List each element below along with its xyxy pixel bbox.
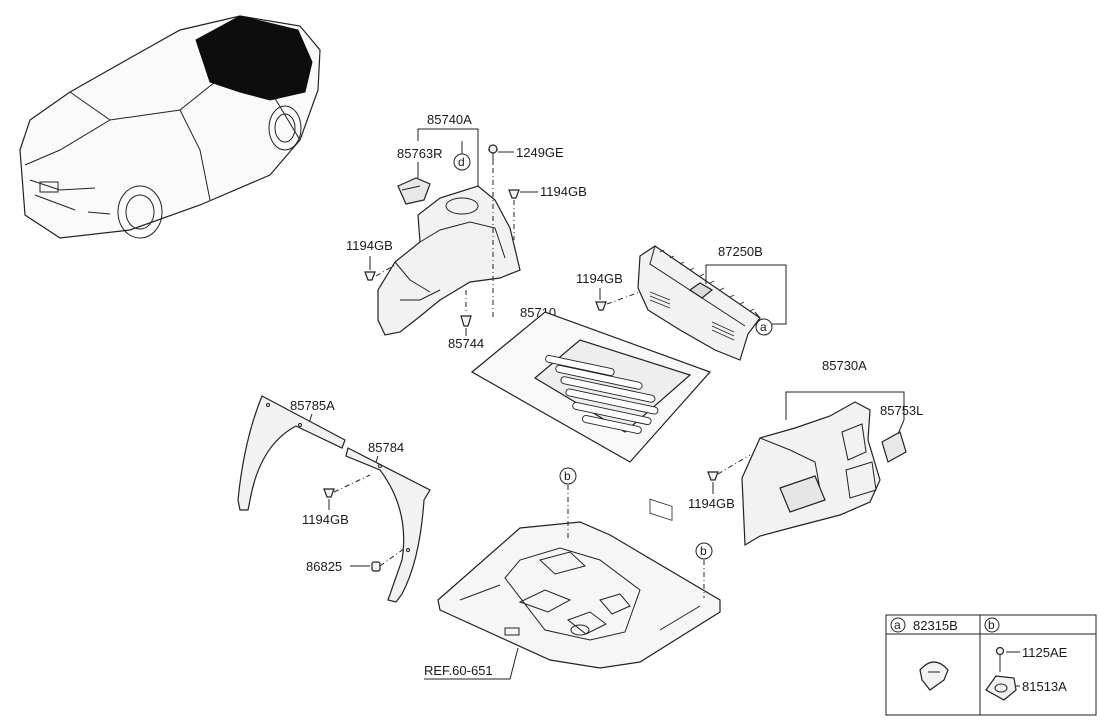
callout-a — [755, 318, 773, 336]
callout-a-letter: a — [760, 320, 767, 334]
label-1194GB-right: 1194GB — [688, 496, 735, 511]
label-85753L: 85753L — [880, 403, 923, 418]
label-87250B: 87250B — [718, 244, 763, 259]
clip-1194GB-upper — [508, 189, 520, 199]
label-1194GB-left: 1194GB — [346, 238, 393, 253]
label-85785A: 85785A — [290, 398, 335, 413]
legend-b-part2: 81513A — [1022, 679, 1067, 694]
legend-a-letter: a — [894, 618, 901, 632]
screw-1249GE — [488, 144, 498, 165]
clip-86825 — [371, 561, 381, 572]
luggage-board-85710 — [470, 311, 712, 463]
label-85763R: 85763R — [397, 146, 443, 161]
ref-label[interactable]: REF.60-651 — [424, 663, 493, 678]
legend-table — [885, 614, 1097, 716]
label-1194GB-center: 1194GB — [576, 271, 623, 286]
left-quarter-trim-85740A — [377, 177, 521, 336]
label-85744: 85744 — [448, 336, 484, 351]
legend-b-letter: b — [988, 618, 995, 632]
clip-1194GB-wheelhouse — [323, 488, 335, 498]
label-85730A: 85730A — [822, 358, 867, 373]
label-1249GE: 1249GE — [516, 145, 564, 160]
label-85784: 85784 — [368, 440, 404, 455]
label-1194GB-wheelhouse: 1194GB — [302, 512, 349, 527]
rear-transverse-trim-87250B — [637, 245, 761, 521]
right-quarter-trim-85730A — [741, 401, 907, 547]
legend-b-part1: 1125AE — [1022, 645, 1068, 660]
clip-85744 — [460, 315, 472, 327]
clip-1194GB-right — [707, 471, 719, 481]
callout-b-2-letter: b — [700, 544, 707, 558]
wheel-house-trim-85784 — [345, 447, 431, 603]
callout-b-1-letter: b — [564, 469, 571, 483]
vehicle-illustration — [19, 15, 321, 239]
label-1194GB-upper: 1194GB — [540, 184, 587, 199]
label-85740A: 85740A — [427, 112, 472, 127]
callout-b-2 — [695, 542, 713, 560]
clip-1194GB-center — [595, 301, 607, 311]
callout-b-1 — [559, 467, 577, 485]
legend-a-part: 82315B — [913, 618, 958, 633]
callout-d-letter: d — [458, 155, 465, 169]
label-86825: 86825 — [306, 559, 342, 574]
wheel-house-trim-85785A — [237, 395, 346, 511]
luggage-floor-panel — [437, 521, 721, 669]
clip-1194GB-left — [364, 271, 376, 281]
